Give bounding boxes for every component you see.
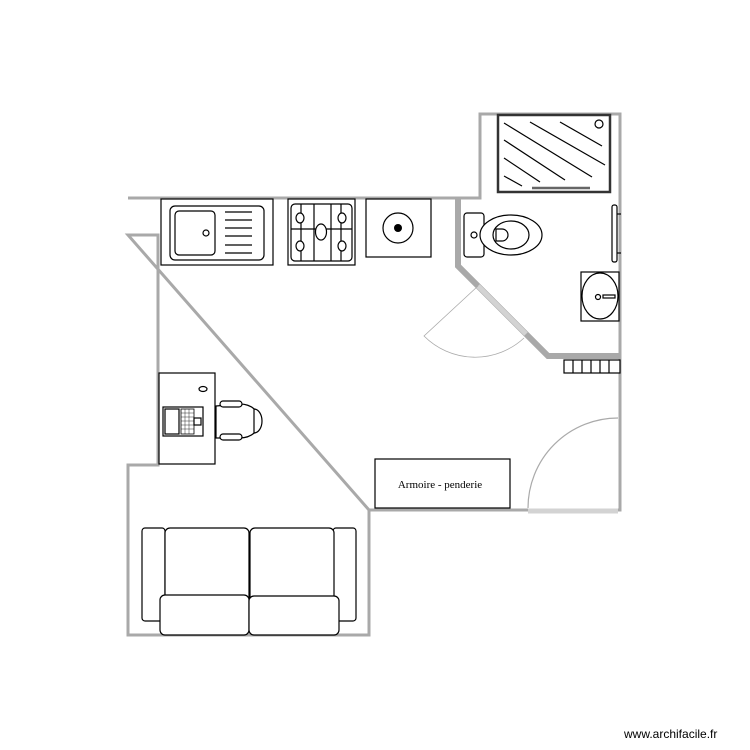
- washbasin: [580, 271, 620, 322]
- shower-drain-icon: [594, 119, 604, 129]
- mouse-icon: [198, 385, 208, 393]
- kitchen-appliance: [365, 198, 432, 258]
- desk: [158, 372, 216, 465]
- gas-hob: [287, 198, 356, 266]
- entrance-door-swing[interactable]: [527, 417, 619, 509]
- towel-radiator: [611, 204, 621, 263]
- bathroom-door-swing[interactable]: [423, 285, 525, 358]
- kitchen-sink: [160, 198, 274, 266]
- desk-chair[interactable]: [215, 400, 263, 441]
- laptop-icon: [162, 406, 204, 437]
- toilet: [463, 212, 543, 258]
- wardrobe-label: Armoire - penderie: [398, 479, 482, 491]
- steps: [563, 359, 621, 374]
- bathroom-door-opening: [476, 284, 528, 336]
- wardrobe: Armoire - penderie: [374, 458, 511, 509]
- shower: [496, 113, 612, 194]
- sofa[interactable]: [141, 527, 357, 636]
- watermark: www.archifacile.fr: [624, 727, 718, 741]
